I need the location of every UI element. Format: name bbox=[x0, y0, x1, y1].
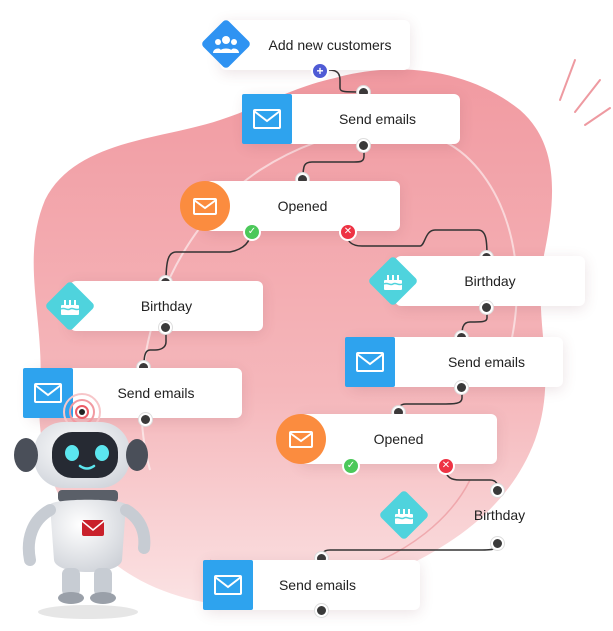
envelope-icon bbox=[345, 337, 395, 387]
cake-icon bbox=[367, 255, 419, 307]
cake-icon bbox=[378, 489, 430, 541]
node-label: Add new customers bbox=[268, 37, 392, 53]
envelope-icon bbox=[276, 414, 326, 464]
node-label: Send emails bbox=[117, 385, 195, 401]
add-step-badge[interactable]: + bbox=[311, 62, 329, 80]
node-label: Send emails bbox=[278, 577, 357, 593]
connector-dot bbox=[491, 537, 504, 550]
node-opened-1[interactable]: Opened bbox=[205, 181, 400, 231]
connector-dot bbox=[491, 484, 504, 497]
opened-yes-badge: ✓ bbox=[342, 457, 360, 475]
node-label: Birthday bbox=[473, 507, 526, 523]
node-label: Birthday bbox=[464, 273, 516, 289]
opened-no-badge: ✕ bbox=[339, 223, 357, 241]
users-icon bbox=[200, 18, 252, 70]
node-label: Opened bbox=[373, 431, 424, 447]
envelope-icon bbox=[242, 94, 292, 144]
cake-icon bbox=[44, 280, 96, 332]
node-label: Send emails bbox=[447, 354, 526, 370]
node-birthday-bottom[interactable]: Birthday bbox=[405, 490, 570, 540]
opened-no-badge: ✕ bbox=[437, 457, 455, 475]
envelope-icon bbox=[180, 181, 230, 231]
connector-dot bbox=[480, 301, 493, 314]
envelope-icon bbox=[203, 560, 253, 610]
connector-dot bbox=[357, 139, 370, 152]
opened-yes-badge: ✓ bbox=[243, 223, 261, 241]
node-label: Birthday bbox=[140, 298, 193, 314]
connector-dot bbox=[139, 413, 152, 426]
node-label: Opened bbox=[277, 198, 328, 214]
connector-dot bbox=[315, 604, 328, 617]
node-birthday-right[interactable]: Birthday bbox=[395, 256, 585, 306]
node-opened-2[interactable]: Opened bbox=[300, 414, 497, 464]
connector-dot bbox=[159, 321, 172, 334]
node-label: Send emails bbox=[338, 111, 417, 127]
robot-mascot bbox=[14, 393, 151, 619]
node-birthday-left[interactable]: Birthday bbox=[70, 281, 263, 331]
connector-dot bbox=[455, 381, 468, 394]
node-add-customers[interactable]: Add new customers bbox=[220, 20, 410, 70]
